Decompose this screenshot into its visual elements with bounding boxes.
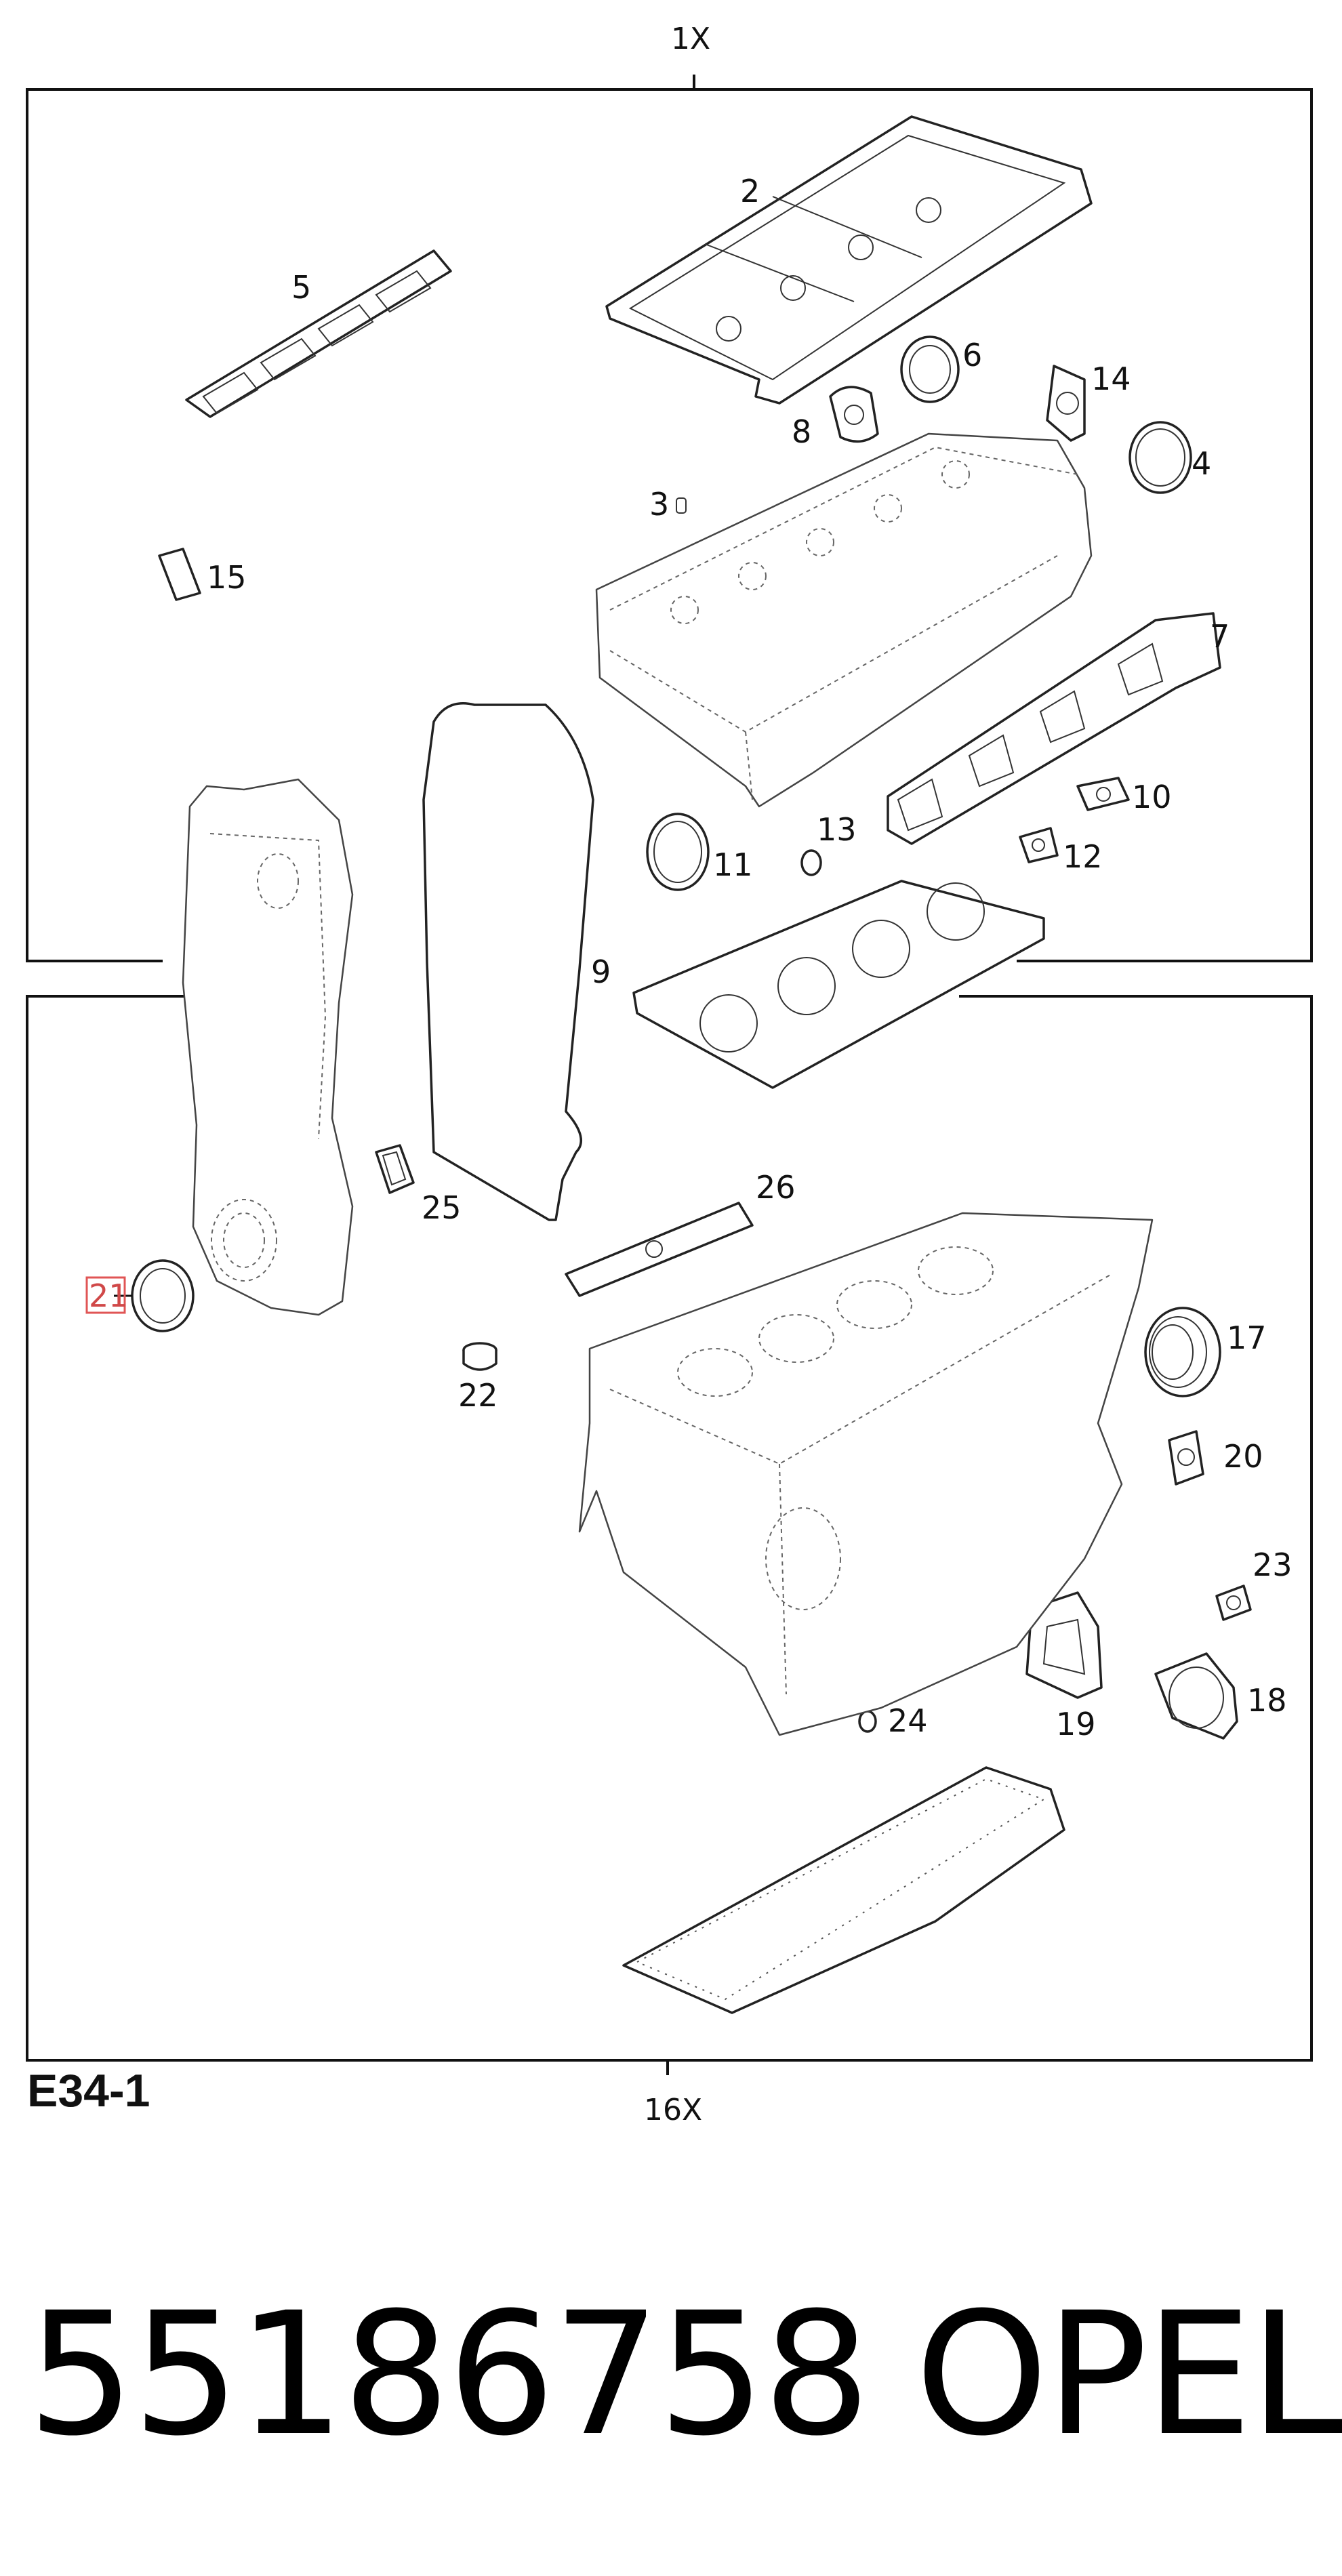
- part-valve-cover-gasket: [605, 115, 1093, 405]
- callout-10: 10: [1132, 779, 1172, 815]
- callout-19: 19: [1056, 1706, 1096, 1742]
- callout-5: 5: [291, 269, 311, 306]
- callout-23: 23: [1253, 1547, 1293, 1583]
- part-head-gasket: [632, 880, 1045, 1089]
- part-gasket-18: [1154, 1652, 1238, 1740]
- callout-15: 15: [207, 559, 247, 596]
- callout-14: 14: [1091, 361, 1131, 397]
- part-seal-4: [1128, 421, 1192, 494]
- upper-frame: [26, 75, 1313, 962]
- part-number: 55186758: [27, 2276, 868, 2473]
- part-exhaust-manifold-gasket: [887, 612, 1221, 845]
- callout-3: 3: [649, 486, 669, 523]
- callout-8: 8: [792, 413, 811, 450]
- callout-6: 6: [962, 337, 982, 373]
- part-gasket-19: [1025, 1591, 1103, 1699]
- part-timing-cover-gasket: [422, 702, 594, 1221]
- part-gasket-8: [829, 386, 879, 443]
- brand-name: OPEL: [915, 2276, 1342, 2473]
- callout-12: 12: [1063, 838, 1103, 875]
- part-plug-22: [462, 1342, 497, 1371]
- part-gasket-26: [565, 1202, 754, 1297]
- part-plug-3: [676, 497, 687, 514]
- top-quantity-label: 1X: [671, 22, 710, 56]
- part-gasket-10: [1076, 777, 1130, 811]
- part-gasket-23: [1215, 1585, 1252, 1621]
- callout-13: 13: [817, 811, 857, 848]
- figure-code: E34-1: [27, 2065, 150, 2117]
- part-gasket-15: [158, 548, 201, 601]
- callout-25: 25: [422, 1189, 462, 1226]
- bottom-quantity-label: 16X: [644, 2093, 702, 2127]
- callout-17: 17: [1227, 1320, 1267, 1356]
- part-oring-24: [858, 1710, 877, 1733]
- part-gasket-12: [1019, 827, 1059, 863]
- part-seal-17: [1144, 1307, 1221, 1397]
- part-intake-manifold-gasket: [185, 249, 452, 418]
- callout-21: 21: [89, 1277, 129, 1314]
- callout-24: 24: [888, 1702, 928, 1739]
- part-seal-11: [646, 813, 710, 891]
- part-gasket-20: [1168, 1430, 1204, 1486]
- cylinder-head: [595, 432, 1093, 808]
- callout-4: 4: [1192, 445, 1211, 482]
- callout-18: 18: [1247, 1682, 1287, 1719]
- lower-frame: [26, 995, 1313, 2075]
- part-gasket-14: [1046, 365, 1086, 442]
- part-oil-pan-gasket: [622, 1766, 1065, 2014]
- callout-26: 26: [756, 1169, 796, 1206]
- callout-7: 7: [1210, 618, 1229, 655]
- callout-2: 2: [740, 173, 760, 209]
- callout-22: 22: [458, 1377, 498, 1414]
- part-seal-21: [131, 1259, 195, 1332]
- callout-20: 20: [1223, 1438, 1263, 1475]
- part-seal-6: [900, 335, 960, 403]
- engine-block: [578, 1212, 1154, 1736]
- callout-11: 11: [713, 846, 753, 883]
- callout-9: 9: [591, 954, 611, 990]
- callout-21-highlight: [85, 1276, 126, 1314]
- timing-cover: [182, 778, 354, 1316]
- part-gasket-25: [375, 1144, 415, 1194]
- part-seal-13: [800, 849, 822, 876]
